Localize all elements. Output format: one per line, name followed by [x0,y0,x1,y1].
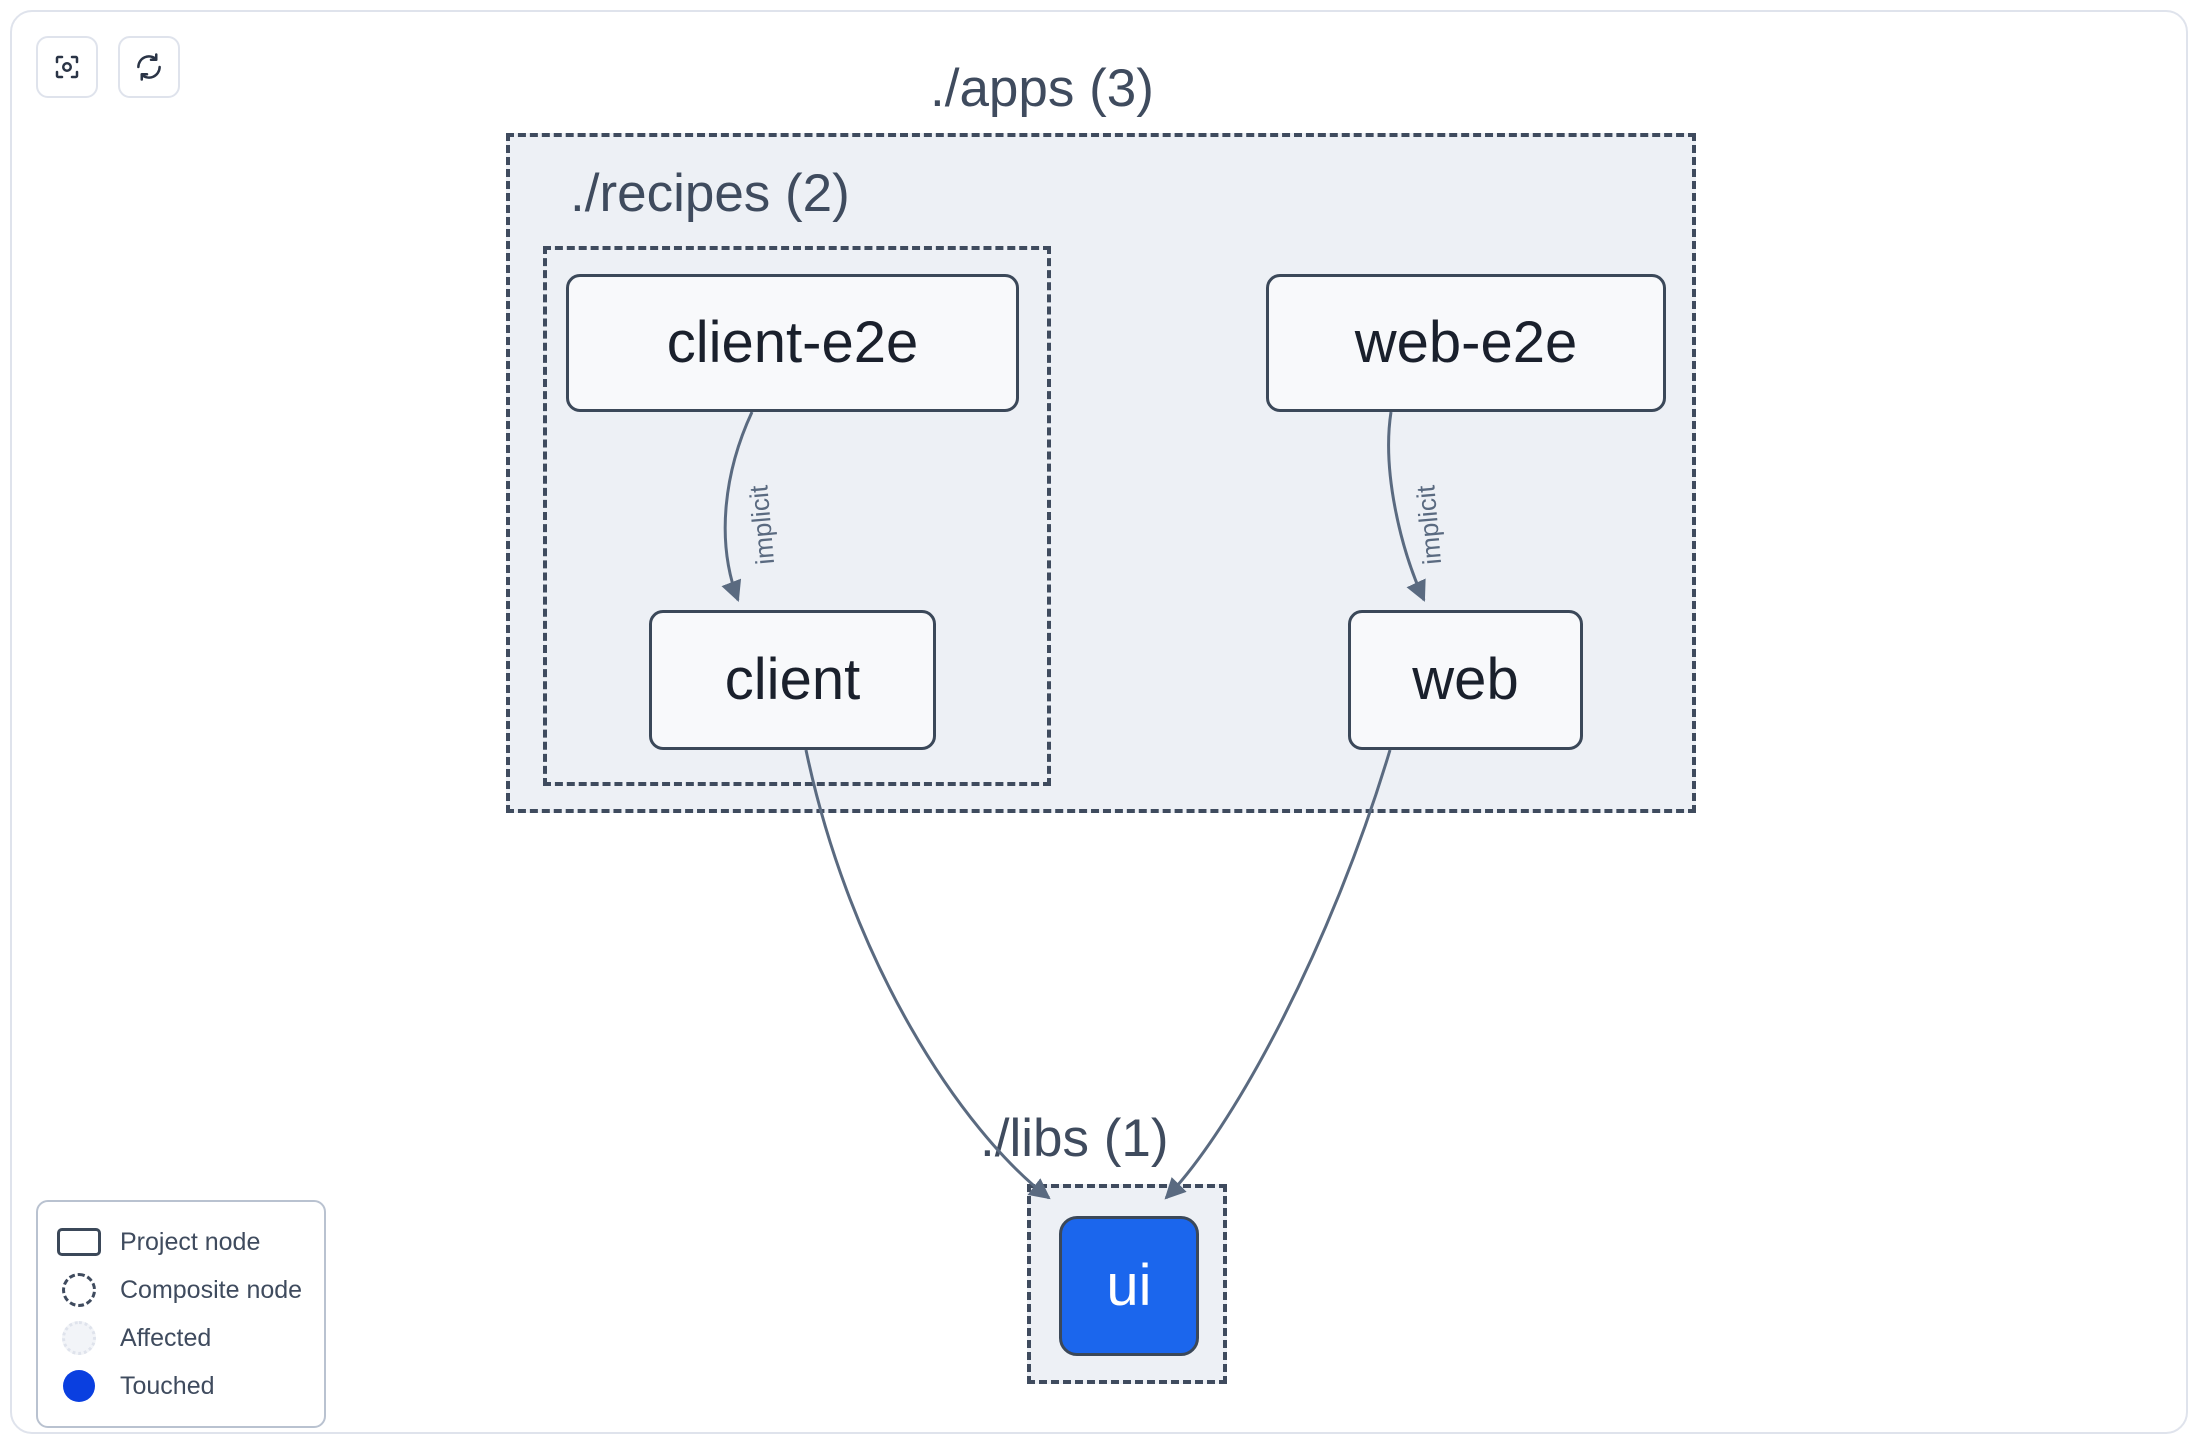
node-client-e2e[interactable]: client-e2e [566,274,1019,412]
legend-label-touched: Touched [120,1371,215,1400]
group-label-recipes: ./recipes (2) [570,164,850,223]
legend-item-affected: Affected [56,1314,306,1362]
node-label-web: web [1412,647,1519,712]
node-web-e2e[interactable]: web-e2e [1266,274,1666,412]
legend-label-project-node: Project node [120,1227,261,1256]
legend-label-composite-node: Composite node [120,1275,303,1304]
node-web[interactable]: web [1348,610,1583,750]
node-label-web-e2e: web-e2e [1354,310,1578,375]
focus-target-icon [52,52,82,82]
group-label-libs: ./libs (1) [980,1109,1169,1168]
refresh-graph-button[interactable] [118,36,180,98]
graph-toolbar [36,36,180,98]
edge-web-to-ui [1164,749,1392,1200]
legend-item-composite-node: Composite node [56,1266,306,1314]
group-label-apps: ./apps (3) [930,59,1154,118]
legend-item-touched: Touched [56,1362,306,1410]
focus-graph-button[interactable] [36,36,98,98]
node-ui[interactable]: ui [1059,1216,1199,1356]
node-client[interactable]: client [649,610,936,750]
composite-node-swatch [56,1273,102,1307]
graph-legend: Project node Composite node Affected Tou… [36,1200,326,1428]
node-label-client: client [724,647,861,712]
legend-item-project-node: Project node [56,1218,306,1266]
affected-swatch [56,1321,102,1355]
legend-label-affected: Affected [120,1323,212,1352]
project-node-swatch [56,1228,102,1256]
node-label-ui: ui [1106,1253,1152,1318]
node-label-client-e2e: client-e2e [666,310,919,375]
refresh-icon [134,52,164,82]
touched-swatch [56,1370,102,1402]
